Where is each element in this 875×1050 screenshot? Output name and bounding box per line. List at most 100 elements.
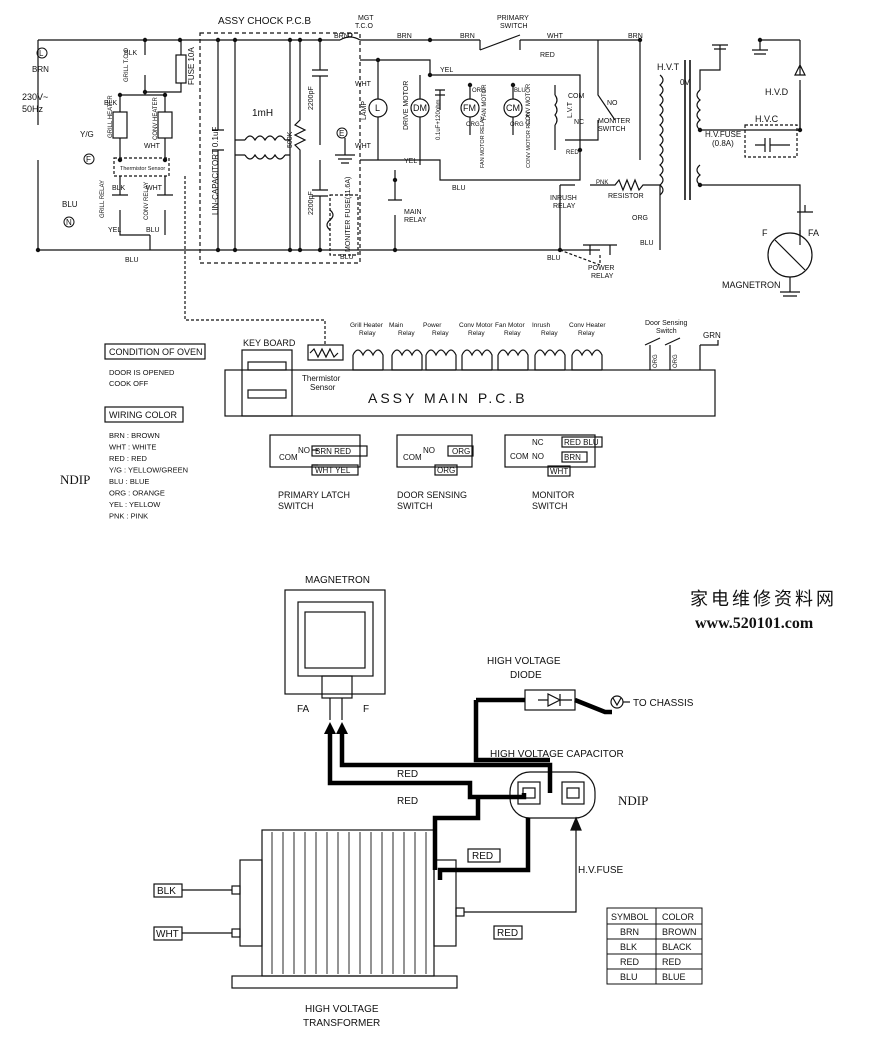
junction-dot xyxy=(297,247,303,253)
relay-suffix: Relay xyxy=(504,330,521,337)
wiring-color-item: ORG : ORANGE xyxy=(109,489,165,498)
lower-red-4: RED xyxy=(497,928,518,939)
door-org-1: ORG xyxy=(653,354,659,368)
monitor-com-2: COM xyxy=(510,452,529,461)
magnetron-fa: FA xyxy=(808,228,819,238)
wire-brn-3: BRN xyxy=(460,33,475,40)
power-relay-label-2: RELAY xyxy=(591,273,614,280)
wire-blu-cm: BLU xyxy=(514,88,526,94)
junction-dot xyxy=(162,157,168,163)
wire-blu-pr: BLU xyxy=(547,255,561,262)
table-cell-symbol: BLK xyxy=(620,942,637,952)
hvt-lower-label-2: TRANSFORMER xyxy=(303,1018,380,1029)
wire-org-fm: ORG xyxy=(472,88,486,94)
relay-coil xyxy=(534,349,566,371)
inductor-1mh: 1mH xyxy=(252,108,273,119)
magnetron-upper-label: MAGNETRON xyxy=(722,280,781,290)
lower-fa: FA xyxy=(297,704,310,715)
junction-dot xyxy=(697,127,703,133)
watermark-url: www.520101.com xyxy=(695,615,814,632)
conv-motor-label: CONV MOTOR xyxy=(526,83,532,125)
condition-line-2: COOK OFF xyxy=(109,379,149,388)
relay-coil xyxy=(461,349,493,371)
relay-name: Power xyxy=(423,322,442,329)
primary-com: COM xyxy=(279,453,298,462)
wiring-color-item: YEL : YELLOW xyxy=(109,500,161,509)
junction-dot xyxy=(427,37,433,43)
cap-2200pf-1: 2200pF xyxy=(308,86,315,110)
door-name-1: DOOR SENSING xyxy=(397,490,467,500)
drive-motor-label: DRIVE MOTOR xyxy=(403,81,410,130)
cm-symbol: CM xyxy=(506,103,520,113)
hv-capacitor-label: HIGH VOLTAGE CAPACITOR xyxy=(490,749,624,760)
main-relay-label-2: RELAY xyxy=(404,217,427,224)
junction-dot xyxy=(557,247,563,253)
junction-dot xyxy=(317,37,323,43)
wiring-title: WIRING COLOR xyxy=(109,410,178,420)
terminal-n: N xyxy=(66,218,72,227)
junction-dot xyxy=(577,147,583,153)
door-com: COM xyxy=(403,453,422,462)
fuse-10a: FUSE 10A xyxy=(187,47,196,85)
lower-red-1: RED xyxy=(397,769,418,780)
table-cell-color: BROWN xyxy=(662,927,697,937)
thermistor-sensor-upper: Thermistor Sensor xyxy=(120,166,165,172)
junction-dot xyxy=(467,82,473,88)
wire-blu-bottom: BLU xyxy=(125,257,139,264)
mgt-tco-label: MGT xyxy=(358,15,374,22)
monitor-w3: WHT xyxy=(550,467,568,476)
wire-org-fm-2: ORG xyxy=(466,122,480,128)
relay-name: Grill Heater xyxy=(350,322,384,329)
junction-dot xyxy=(392,177,398,183)
hvt-label: H.V.T xyxy=(657,62,680,72)
key-board-label: KEY BOARD xyxy=(243,338,296,348)
table-cell-color: RED xyxy=(662,957,682,967)
relay-coil xyxy=(497,349,529,371)
wire-blk-2: BLK xyxy=(104,100,118,107)
relay-name: Main xyxy=(389,322,403,329)
relay-coil xyxy=(571,349,603,371)
wire-yg: Y/G xyxy=(80,130,94,139)
relay-name: Conv Motor xyxy=(459,322,493,329)
door-name-2: SWITCH xyxy=(397,501,433,511)
monitor-w2: BRN xyxy=(564,453,581,462)
table-cell-color: BLUE xyxy=(662,972,686,982)
lamp-symbol: L xyxy=(375,103,380,113)
table-header-color: COLOR xyxy=(662,912,695,922)
monitor-no: NO xyxy=(607,100,618,107)
wire-pnk: PNK xyxy=(596,180,608,186)
primary-w1: BRN RED xyxy=(315,447,351,456)
thermistor-label: Thermistor xyxy=(302,374,341,383)
condition-title: CONDITION OF OVEN xyxy=(109,347,203,357)
magnetron-lower-label: MAGNETRON xyxy=(305,575,370,586)
lin-capacitor: LIN-CAPACITORT 0.1uF xyxy=(211,127,220,215)
wire-org-cm: ORG xyxy=(510,122,524,128)
primary-switch-label-2: SWITCH xyxy=(500,23,528,30)
relay-coil xyxy=(425,349,457,371)
wire-wht-lamp: WHT xyxy=(355,81,372,88)
wiring-color-item: WHT : WHITE xyxy=(109,443,156,452)
primary-w2: WHT YEL xyxy=(315,466,351,475)
hv-diode-label-2: DIODE xyxy=(510,670,542,681)
junction-dot xyxy=(142,37,148,43)
hv-diode-label-1: HIGH VOLTAGE xyxy=(487,656,561,667)
monitor-name-2: SWITCH xyxy=(532,501,568,511)
relay-coil xyxy=(352,349,384,371)
hvt-lower-label-1: HIGH VOLTAGE xyxy=(305,1004,379,1015)
junction-dot xyxy=(215,247,221,253)
watermark-cn: 家电维修资料网 xyxy=(690,589,837,609)
relay-name: Conv Heater xyxy=(569,322,606,329)
door-org-2: ORG xyxy=(673,354,679,368)
monitor-com: COM xyxy=(568,93,585,100)
cap-2200pf-2: 2200pF xyxy=(308,191,315,215)
table-cell-symbol: RED xyxy=(620,957,640,967)
wire-yel-left: YEL xyxy=(108,227,121,234)
supply-voltage: 230V~ xyxy=(22,92,48,102)
table-header-symbol: SYMBOL xyxy=(611,912,649,922)
resistor-500k: 500K xyxy=(287,131,294,148)
hvc-label: H.V.C xyxy=(755,114,779,124)
monitor-fuse: MONITER FUSE(11.6A) xyxy=(345,177,352,252)
fan-motor-relay-label: FAN MOTOR RELAY xyxy=(480,116,486,168)
lower-f: F xyxy=(363,704,369,715)
